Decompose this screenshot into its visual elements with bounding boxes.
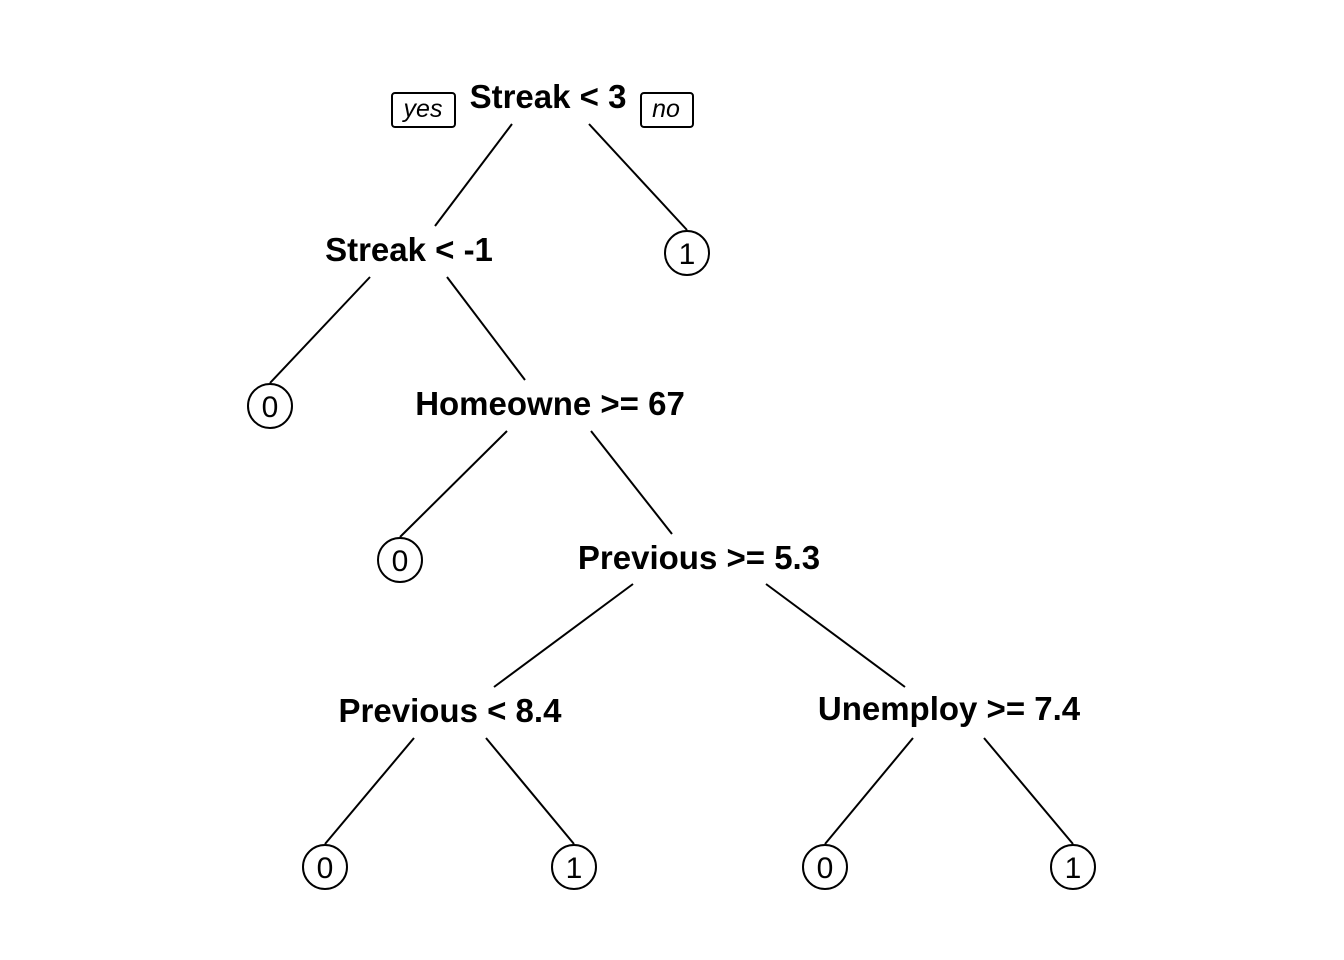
split-node-unemploy-ge-7-4: Unemploy >= 7.4	[818, 690, 1081, 727]
leaf-node-streak-ge-3: 1	[664, 230, 710, 276]
edge-previous-8-4-no	[485, 737, 575, 845]
leaf-circle	[377, 537, 423, 583]
leaf-node-homeowne-ge-67: 0	[377, 537, 423, 583]
tree-edges	[269, 123, 1074, 845]
no-branch-label: no	[640, 92, 694, 128]
leaf-node-previous-ge-8-4: 1	[551, 844, 597, 890]
yes-branch-text: yes	[402, 95, 443, 123]
leaf-label: 1	[1065, 852, 1082, 885]
leaf-circle	[247, 383, 293, 429]
edge-homeowne-no	[590, 430, 673, 535]
leaf-circle	[1050, 844, 1096, 890]
leaf-nodes: 1 0 0 0 1 0 1	[247, 230, 1096, 890]
split-node-streak-lt-3: Streak < 3	[470, 78, 627, 115]
split-node-streak-lt-minus1: Streak < -1	[325, 231, 493, 268]
edge-streak-minus1-no	[446, 276, 526, 381]
leaf-label: 1	[679, 238, 696, 271]
leaf-circle	[302, 844, 348, 890]
leaf-circle	[802, 844, 848, 890]
edge-previous-5-3-yes	[493, 583, 634, 688]
edge-previous-5-3-no	[765, 583, 906, 688]
leaf-node-unemploy-ge-7-4: 0	[802, 844, 848, 890]
leaf-label: 0	[817, 852, 834, 885]
leaf-label: 0	[262, 391, 279, 424]
yes-branch-label: yes	[391, 92, 456, 128]
leaf-label: 0	[317, 852, 334, 885]
edge-homeowne-yes	[399, 430, 508, 538]
split-node-previous-ge-5-3: Previous >= 5.3	[578, 539, 820, 576]
no-branch-text: no	[652, 95, 680, 123]
leaf-node-streak-lt-minus1: 0	[247, 383, 293, 429]
leaf-node-previous-lt-8-4: 0	[302, 844, 348, 890]
yes-branch-box	[391, 92, 456, 128]
edge-unemploy-yes	[824, 737, 914, 845]
split-node-previous-lt-8-4: Previous < 8.4	[339, 692, 563, 729]
edge-previous-8-4-yes	[324, 737, 415, 845]
leaf-circle	[664, 230, 710, 276]
split-nodes: Streak < 3 Streak < -1 Homeowne >= 67 Pr…	[325, 78, 1081, 729]
leaf-label: 0	[392, 545, 409, 578]
no-branch-box	[640, 92, 694, 128]
leaf-circle	[551, 844, 597, 890]
branch-labels: yes no	[391, 92, 694, 128]
leaf-label: 1	[566, 852, 583, 885]
split-node-homeowne-ge-67: Homeowne >= 67	[415, 385, 685, 422]
edge-root-no	[588, 123, 688, 231]
leaf-node-unemploy-lt-7-4: 1	[1050, 844, 1096, 890]
edge-streak-minus1-yes	[269, 276, 371, 384]
edge-root-yes	[434, 123, 513, 227]
edge-unemploy-no	[983, 737, 1074, 845]
